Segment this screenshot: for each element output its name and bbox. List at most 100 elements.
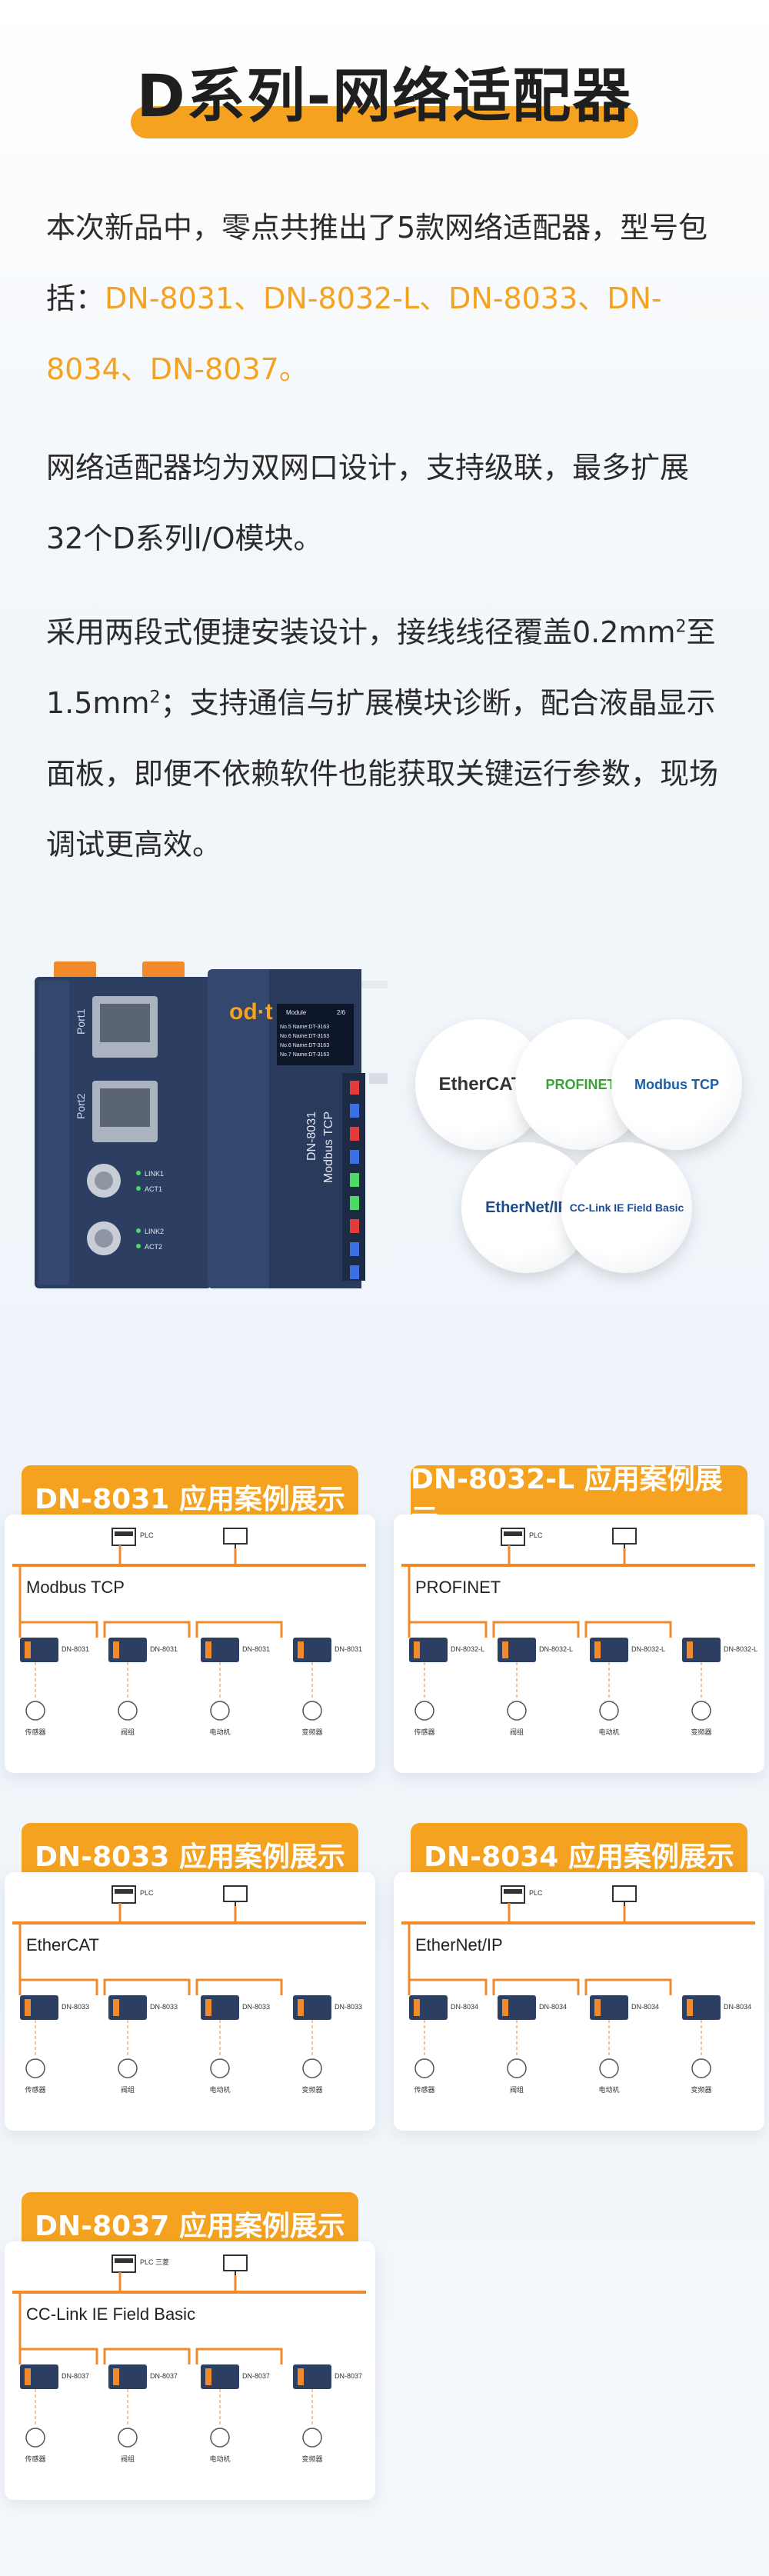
adapter-node-detail — [205, 2368, 211, 2385]
cclink-logo: CC-Link IE Field Basic — [561, 1142, 692, 1273]
device-model-label: DN-8031 — [305, 1111, 318, 1161]
plc-label: PLC 三菱 — [140, 2258, 169, 2266]
case-card-dn8032l: DN-8032-L 应用案例展示PLCPROFINETDN-8032-LDN-8… — [394, 1464, 764, 1773]
node-label: DN-8037 — [150, 2372, 178, 2380]
node-label: DN-8032-L — [724, 1645, 757, 1653]
adapter-node-detail — [113, 1641, 119, 1658]
plc-icon — [501, 1885, 525, 1904]
led-label: ACT1 — [145, 1185, 162, 1193]
field-device-icon — [210, 1701, 230, 1721]
adapter-node-detail — [687, 1641, 693, 1658]
field-device-icon — [599, 1701, 619, 1721]
adapter-node-detail — [687, 1999, 693, 2016]
field-device-icon — [414, 1701, 434, 1721]
node-label: DN-8032-L — [451, 1645, 484, 1653]
device-illustration: Port1 Port2 LINK1 ACT1 LINK2 ACT2 od·t M… — [31, 958, 392, 1311]
lcd-row: No.6 Name:DT-3163 — [280, 1034, 329, 1039]
field-device-label: 阀组 — [121, 1728, 135, 1736]
node-label: DN-8033 — [335, 2003, 362, 2011]
network-name: Modbus TCP — [26, 1578, 125, 1597]
field-device-label: 阀组 — [121, 2454, 135, 2463]
page-title: D系列-网络适配器 — [136, 62, 633, 130]
field-device-label: 变频器 — [301, 2085, 322, 2094]
intro-paragraph-2: 网络适配器均为双网口设计，支持级联，最多扩展32个D系列I/O模块。 — [46, 451, 690, 555]
lcd-page: 2/6 — [337, 1009, 346, 1016]
monitor-icon — [223, 2254, 248, 2271]
chain-link — [195, 1978, 283, 1995]
node-label: DN-8032-L — [631, 1645, 665, 1653]
field-device-icon — [25, 2058, 45, 2078]
monitor-icon — [612, 1528, 637, 1545]
page-header: D系列-网络适配器 — [0, 54, 769, 138]
field-device-label: 变频器 — [301, 2454, 322, 2463]
plc-icon-detail — [115, 1889, 133, 1894]
field-device-label: 电动机 — [209, 2085, 230, 2094]
chain-link — [408, 1978, 488, 1995]
chain-link — [18, 1621, 98, 1638]
node-label: DN-8031 — [335, 1645, 362, 1653]
network-name: EtherCAT — [26, 1935, 99, 1954]
network-name: PROFINET — [415, 1578, 501, 1597]
field-device-label: 传感器 — [414, 2085, 434, 2094]
node-label: DN-8034 — [631, 2003, 659, 2011]
led-label: LINK1 — [145, 1170, 164, 1178]
lcd-row: No.7 Name:DT-3163 — [280, 1052, 329, 1058]
intro-text: ；支持通信与扩展模块诊断，配合液晶显示面板，即便不依赖软件也能获取关键运行参数，… — [46, 686, 719, 861]
field-device-icon — [210, 2428, 230, 2448]
chain-link — [492, 1621, 580, 1638]
node-label: DN-8033 — [242, 2003, 270, 2011]
adapter-node-detail — [298, 2368, 304, 2385]
led-label: ACT2 — [145, 1243, 162, 1251]
device-protocol-label: Modbus TCP — [322, 1111, 335, 1183]
field-device-label: 电动机 — [598, 2085, 619, 2094]
field-device-icon — [507, 1701, 527, 1721]
field-device-icon — [691, 1701, 711, 1721]
field-device-icon — [691, 2058, 711, 2078]
monitor-icon — [223, 1885, 248, 1902]
node-label: DN-8033 — [62, 2003, 89, 2011]
adapter-node-detail — [414, 1999, 420, 2016]
intro-text: 至1.5mm — [46, 615, 716, 720]
node-label: DN-8031 — [62, 1645, 89, 1653]
field-device-icon — [118, 1701, 138, 1721]
plc-icon-detail — [115, 1531, 133, 1536]
lcd-row: No.6 Name:DT-3163 — [280, 1043, 329, 1048]
field-device-label: 传感器 — [414, 1728, 434, 1736]
plc-icon-detail — [115, 2258, 133, 2263]
adapter-node-detail — [25, 1999, 31, 2016]
field-device-icon — [118, 2058, 138, 2078]
chain-link — [584, 1978, 672, 1995]
network-name: EtherNet/IP — [415, 1935, 503, 1954]
adapter-node-detail — [594, 1641, 601, 1658]
field-device-label: 电动机 — [209, 2454, 230, 2463]
field-device-label: 传感器 — [25, 1728, 45, 1736]
node-label: DN-8031 — [242, 1645, 270, 1653]
plc-icon — [501, 1528, 525, 1546]
plc-icon-detail — [504, 1889, 522, 1894]
led-label: LINK2 — [145, 1228, 164, 1235]
brand-logo: od·t — [229, 999, 273, 1025]
field-device-icon — [599, 2058, 619, 2078]
node-label: DN-8034 — [539, 2003, 567, 2011]
field-device-label: 电动机 — [209, 1728, 230, 1736]
adapter-node-detail — [25, 1641, 31, 1658]
node-label: DN-8034 — [724, 2003, 751, 2011]
chain-link — [103, 2348, 191, 2364]
intro-text: 本次新品中，零点共推出了5款网络适配器，型号包括： — [46, 211, 708, 315]
lcd-header: Module — [286, 1009, 307, 1016]
adapter-node-detail — [502, 1641, 508, 1658]
monitor-icon — [223, 1528, 248, 1545]
node-label: DN-8037 — [242, 2372, 270, 2380]
network-name: CC-Link IE Field Basic — [26, 2304, 195, 2324]
field-device-icon — [414, 2058, 434, 2078]
superscript: 2 — [149, 688, 161, 708]
